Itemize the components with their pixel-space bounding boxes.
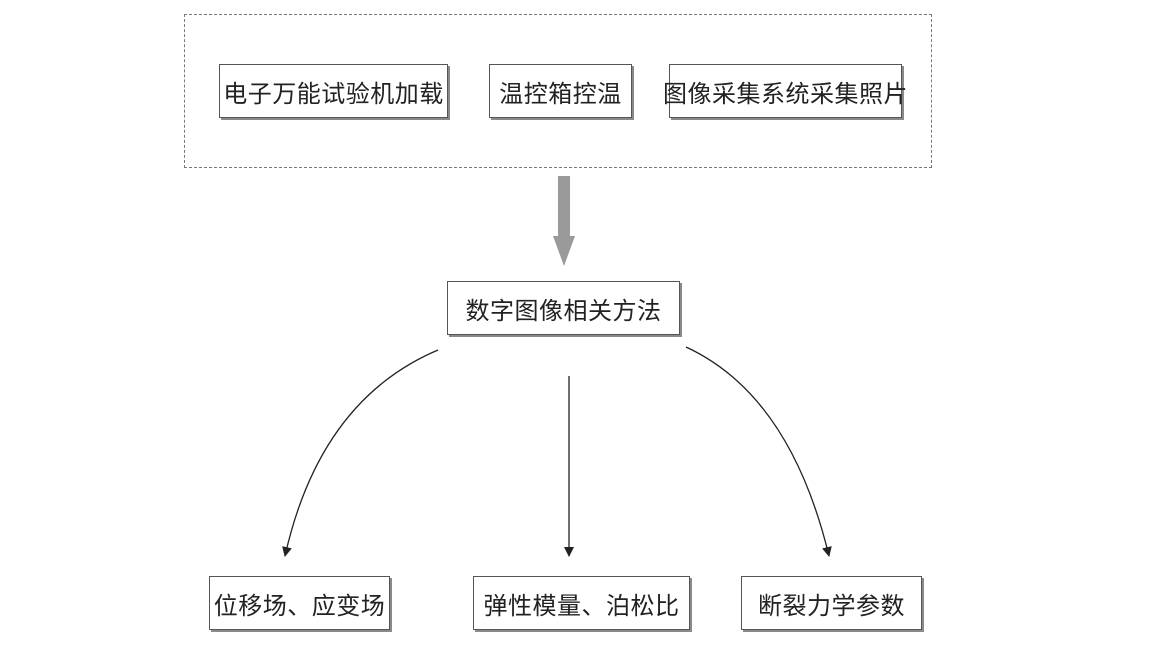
experiment-setup-group [184,14,932,168]
load-testing-machine-label: 电子万能试验机加载 [223,79,444,108]
modulus-poisson-box: 弹性模量、泊松比 [473,576,690,630]
modulus-poisson-label: 弹性模量、泊松比 [483,591,680,620]
digital-image-correlation-box: 数字图像相关方法 [447,281,680,335]
big-down-arrow [553,176,575,266]
fracture-parameters-label: 断裂力学参数 [758,591,905,620]
temperature-control-label: 温控箱控温 [499,79,622,108]
image-capture-label: 图像采集系统采集照片 [663,79,908,108]
displacement-strain-box: 位移场、应变场 [209,576,390,630]
arrow-to-fracture [685,346,832,557]
fracture-parameters-box: 断裂力学参数 [741,576,922,630]
image-capture-box: 图像采集系统采集照片 [663,64,908,118]
temperature-control-box: 温控箱控温 [489,64,632,118]
displacement-strain-label: 位移场、应变场 [213,591,386,620]
digital-image-correlation-label: 数字图像相关方法 [465,296,662,325]
arrow-to-displacement [282,349,439,557]
load-testing-machine-box: 电子万能试验机加载 [219,64,448,118]
